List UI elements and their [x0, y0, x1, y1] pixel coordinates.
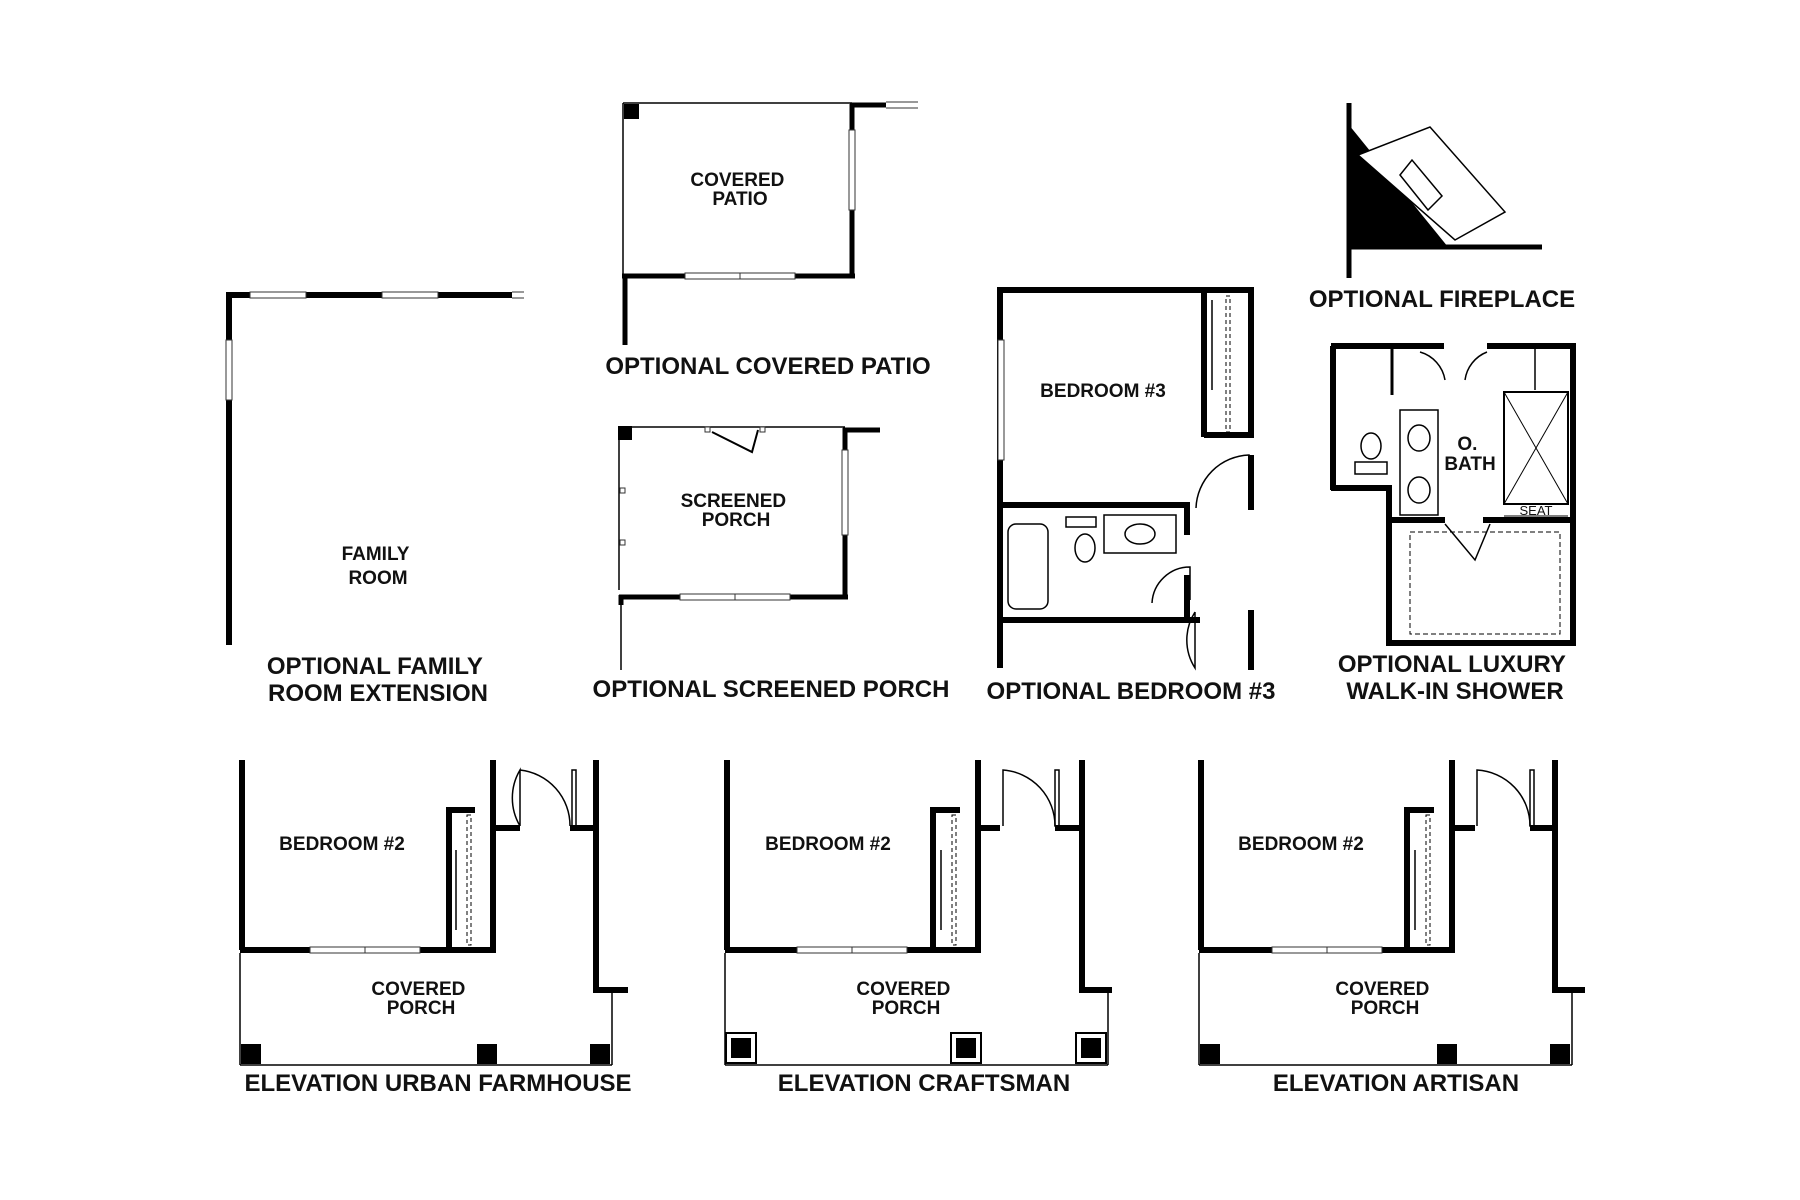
- family-room-extension-plan: FAMILY ROOM OPTIONAL FAMILY ROOM EXTENSI…: [225, 291, 524, 707]
- toilet: [1074, 533, 1096, 563]
- family-room-label: FAMILY ROOM: [342, 544, 415, 589]
- shower-seat-label: SEAT: [1520, 503, 1553, 518]
- vanity-sink-1: [1407, 424, 1431, 452]
- bedroom3-title: OPTIONAL BEDROOM #3: [987, 678, 1276, 705]
- vanity-sink-2: [1407, 476, 1431, 504]
- shower-toilet: [1360, 432, 1382, 460]
- artisan-covered-porch-label: COVERED PORCH: [1335, 979, 1434, 1019]
- family-room-windows: [225, 291, 439, 401]
- covered-patio-plan: COVERED PATIO OPTIONAL COVERED PATIO: [605, 101, 931, 380]
- patio-walls: [622, 102, 886, 345]
- urban-farmhouse-title: ELEVATION URBAN FARMHOUSE: [244, 1070, 631, 1097]
- closet-shelf: [1409, 531, 1561, 635]
- bedroom3-plan: BEDROOM #3 OPTIONAL BEDROOM #3: [987, 287, 1276, 705]
- fireplace-title: OPTIONAL FIREPLACE: [1309, 286, 1575, 313]
- closet-door-swing: [1444, 523, 1491, 562]
- fireplace-plan: OPTIONAL FIREPLACE: [1309, 103, 1575, 313]
- porch-screen-door: [711, 429, 759, 454]
- artisan-porch-columns: [1200, 1044, 1570, 1064]
- farmhouse-covered-porch-label: COVERED PORCH: [371, 979, 470, 1019]
- bathtub: [1007, 523, 1049, 610]
- covered-patio-label: COVERED PATIO: [690, 170, 789, 210]
- artisan-title: ELEVATION ARTISAN: [1273, 1070, 1519, 1097]
- craftsman-plan: BEDROOM #2 COVERED PORCH ELEVATION CRAFT…: [724, 760, 1112, 1097]
- craftsman-title: ELEVATION CRAFTSMAN: [778, 1070, 1070, 1097]
- sink: [1124, 523, 1156, 545]
- craftsman-door-swing: [1002, 769, 1056, 827]
- luxury-shower-title: OPTIONAL LUXURY WALK-IN SHOWER: [1338, 651, 1572, 705]
- luxury-shower-plan: O. BATH SEAT OPTIONAL LUXURY WALK-IN SHO…: [1330, 343, 1576, 705]
- farmhouse-door-swing: [511, 767, 571, 827]
- artisan-walls: [1198, 760, 1585, 993]
- craftsman-bedroom2-label: BEDROOM #2: [765, 834, 891, 855]
- urban-farmhouse-plan: BEDROOM #2 COVERED PORCH ELEVATION URBAN…: [239, 760, 632, 1097]
- shower-walls: [1330, 343, 1576, 646]
- hall-door-swing: [1186, 611, 1196, 671]
- family-room-extension-title: OPTIONAL FAMILY ROOM EXTENSION: [267, 653, 489, 707]
- farmhouse-bedroom2-label: BEDROOM #2: [279, 834, 405, 855]
- screened-porch-label: SCREENED PORCH: [681, 491, 792, 531]
- o-bath-label: O. BATH: [1444, 434, 1495, 475]
- artisan-bedroom2-label: BEDROOM #2: [1238, 834, 1364, 855]
- bedroom3-door-swing: [1195, 454, 1250, 510]
- craftsman-walls: [724, 760, 1112, 993]
- patio-column: [624, 104, 639, 119]
- bedroom3-walls: [997, 287, 1254, 670]
- artisan-door-swing: [1476, 769, 1531, 827]
- screened-porch-title: OPTIONAL SCREENED PORCH: [593, 676, 950, 703]
- family-room-walls: [226, 292, 512, 645]
- bedroom3-label: BEDROOM #3: [1040, 381, 1166, 402]
- artisan-plan: BEDROOM #2 COVERED PORCH ELEVATION ARTIS…: [1198, 760, 1585, 1097]
- vanity: [1103, 514, 1177, 554]
- covered-patio-title: OPTIONAL COVERED PATIO: [605, 353, 930, 380]
- screened-porch-plan: SCREENED PORCH OPTIONAL SCREENED PORCH: [593, 426, 950, 703]
- craftsman-covered-porch-label: COVERED PORCH: [856, 979, 955, 1019]
- craftsman-porch-columns: [725, 1032, 1107, 1064]
- porch-column: [618, 426, 632, 440]
- farmhouse-porch-columns: [241, 1044, 610, 1064]
- bath-door-swing: [1151, 566, 1191, 604]
- double-vanity: [1399, 409, 1439, 516]
- farmhouse-walls: [239, 760, 628, 993]
